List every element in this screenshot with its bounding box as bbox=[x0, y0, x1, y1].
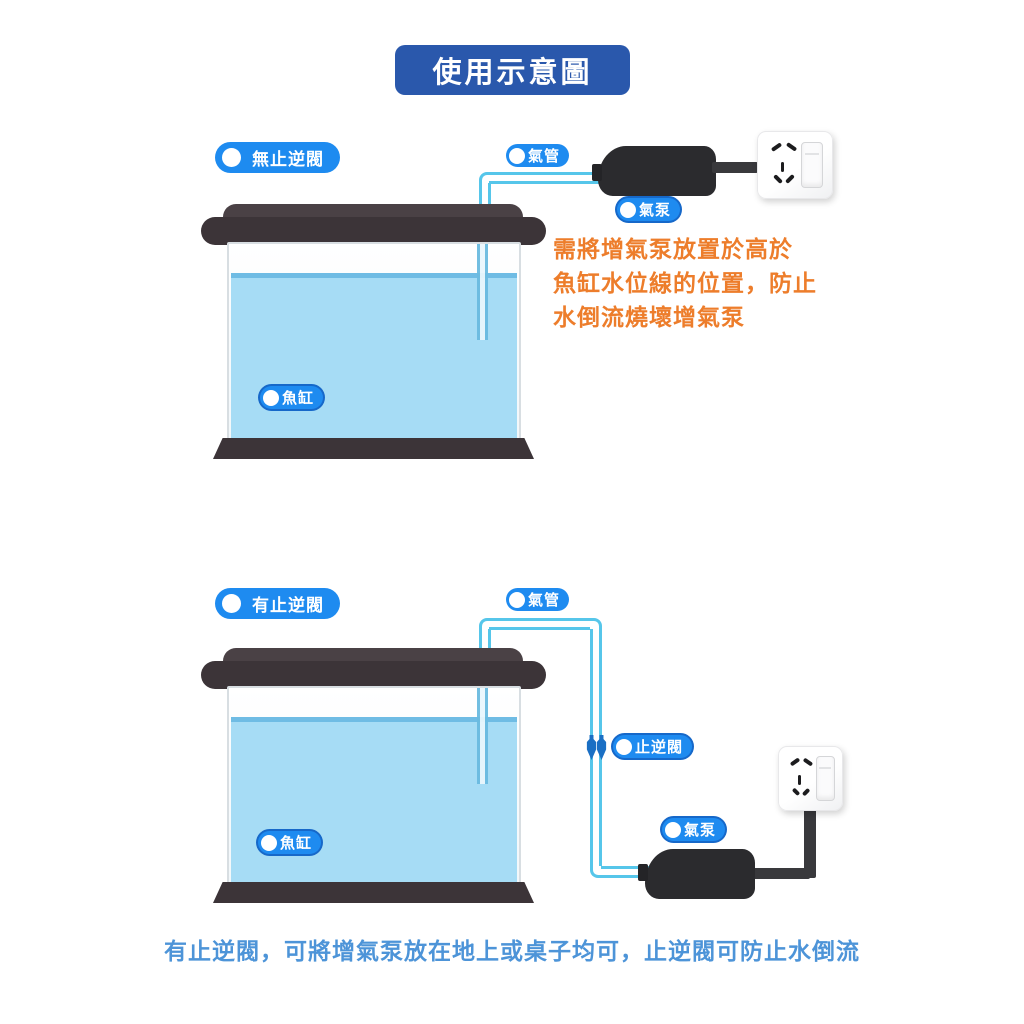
bullet-dot-icon bbox=[665, 821, 681, 838]
socket-slot bbox=[790, 757, 801, 766]
power-outlet bbox=[778, 746, 843, 811]
scenario-label: 無止逆閥 bbox=[252, 150, 324, 169]
label-no-check-valve: 無止逆閥 bbox=[215, 142, 340, 173]
socket-slot bbox=[802, 757, 813, 766]
pump-label: 氣泵 bbox=[684, 822, 717, 839]
tank-lid bbox=[201, 217, 546, 245]
tube-label: 氣管 bbox=[528, 592, 561, 609]
page-title: 使用示意圖 bbox=[395, 45, 630, 95]
label-check-valve: 止逆閥 bbox=[613, 735, 693, 758]
tank-lid bbox=[201, 661, 546, 689]
pump-nozzle bbox=[638, 864, 648, 881]
air-tube-in-tank bbox=[477, 244, 488, 340]
check-valve-icon bbox=[586, 735, 597, 760]
air-tube-corner bbox=[590, 866, 602, 878]
air-tube-vertical bbox=[479, 629, 491, 651]
tank-label: 魚缸 bbox=[282, 390, 315, 407]
fish-tank bbox=[201, 648, 546, 906]
valve-label: 止逆閥 bbox=[635, 739, 684, 756]
pump-label: 氣泵 bbox=[639, 202, 672, 219]
bullet-dot-icon bbox=[509, 591, 525, 608]
bullet-dot-icon bbox=[616, 738, 632, 755]
scenario-label: 有止逆閥 bbox=[252, 596, 324, 615]
tube-label: 氣管 bbox=[528, 148, 561, 165]
caption-text: 有止逆閥，可將增氣泵放在地上或桌子均可，止逆閥可防止水倒流 bbox=[164, 938, 860, 964]
label-fish-tank: 魚缸 bbox=[258, 831, 322, 854]
socket-slot bbox=[798, 775, 802, 785]
label-air-pump: 氣泵 bbox=[617, 198, 681, 221]
label-with-check-valve: 有止逆閥 bbox=[215, 588, 340, 619]
tank-base bbox=[213, 438, 534, 459]
fish-tank bbox=[201, 204, 546, 462]
warning-line: 水倒流燒壞增氣泵 bbox=[553, 304, 745, 330]
bullet-dot-icon bbox=[222, 594, 241, 613]
tank-water bbox=[231, 717, 517, 884]
label-air-tube: 氣管 bbox=[506, 144, 570, 167]
socket-slot bbox=[771, 142, 783, 153]
power-cable bbox=[804, 806, 816, 878]
warning-line: 需將增氣泵放置於高於 bbox=[553, 236, 793, 262]
air-pump bbox=[645, 849, 755, 899]
air-tube-in-tank bbox=[477, 688, 488, 784]
socket-slot bbox=[785, 142, 798, 153]
bullet-dot-icon bbox=[509, 147, 525, 164]
air-tube-horizontal bbox=[601, 866, 650, 878]
label-air-pump: 氣泵 bbox=[662, 818, 726, 841]
air-tube-corner bbox=[479, 618, 491, 630]
socket-slot bbox=[772, 173, 783, 184]
warning-text: 需將增氣泵放置於高於 魚缸水位線的位置，防止 水倒流燒壞增氣泵 bbox=[553, 232, 817, 334]
bullet-dot-icon bbox=[263, 389, 279, 406]
tank-label: 魚缸 bbox=[280, 835, 313, 852]
label-fish-tank: 魚缸 bbox=[260, 386, 324, 409]
label-air-tube: 氣管 bbox=[506, 588, 570, 611]
bullet-dot-icon bbox=[620, 201, 636, 218]
outlet-switch bbox=[815, 756, 835, 801]
warning-line: 魚缸水位線的位置，防止 bbox=[553, 270, 817, 296]
power-outlet bbox=[757, 131, 833, 199]
switch-line bbox=[819, 766, 831, 769]
outlet-switch bbox=[801, 141, 824, 189]
socket-slot bbox=[785, 173, 795, 184]
tank-base bbox=[213, 882, 534, 903]
air-tube-horizontal bbox=[489, 618, 592, 630]
bullet-dot-icon bbox=[261, 834, 277, 851]
air-tube-corner bbox=[590, 618, 602, 630]
air-tube-corner bbox=[479, 172, 491, 184]
power-cable bbox=[748, 868, 810, 879]
air-tube-vertical bbox=[479, 183, 491, 207]
socket-slot bbox=[780, 161, 785, 172]
socket-slot bbox=[791, 787, 801, 796]
power-cable bbox=[712, 162, 758, 173]
switch-line bbox=[805, 152, 820, 155]
air-tube-horizontal bbox=[489, 172, 602, 184]
check-valve-icon bbox=[596, 735, 607, 760]
air-pump bbox=[598, 146, 716, 196]
socket-slot bbox=[801, 787, 811, 796]
pump-nozzle bbox=[592, 164, 602, 181]
bullet-dot-icon bbox=[222, 148, 241, 167]
tank-water bbox=[231, 273, 517, 440]
